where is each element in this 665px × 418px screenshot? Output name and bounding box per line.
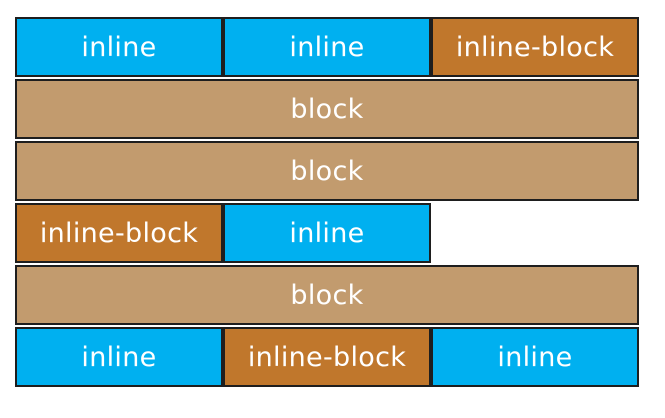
- block-box: block: [15, 141, 639, 201]
- block-box: block: [15, 79, 639, 139]
- box-label: inline: [81, 31, 157, 63]
- box-label: block: [290, 93, 364, 125]
- display-types-diagram: inline inline inline-block block block i…: [15, 17, 639, 387]
- row-2: block: [15, 79, 639, 139]
- box-label: inline-block: [455, 31, 615, 63]
- box-label: inline-block: [247, 341, 407, 373]
- row-5: block: [15, 265, 639, 325]
- inline-box: inline: [223, 17, 431, 77]
- box-label: block: [290, 155, 364, 187]
- box-label: inline: [289, 31, 365, 63]
- row-6: inline inline-block inline: [15, 327, 639, 387]
- inline-box: inline: [15, 327, 223, 387]
- inline-box: inline: [431, 327, 639, 387]
- row-4: inline-block inline: [15, 203, 639, 263]
- box-label: inline: [497, 341, 573, 373]
- box-label: inline: [289, 217, 365, 249]
- row-1: inline inline inline-block: [15, 17, 639, 77]
- row-3: block: [15, 141, 639, 201]
- block-box: block: [15, 265, 639, 325]
- inline-block-box: inline-block: [223, 327, 431, 387]
- inline-box: inline: [223, 203, 431, 263]
- inline-box: inline: [15, 17, 223, 77]
- box-label: block: [290, 279, 364, 311]
- box-label: inline: [81, 341, 157, 373]
- box-label: inline-block: [39, 217, 199, 249]
- inline-block-box: inline-block: [15, 203, 223, 263]
- inline-block-box: inline-block: [431, 17, 639, 77]
